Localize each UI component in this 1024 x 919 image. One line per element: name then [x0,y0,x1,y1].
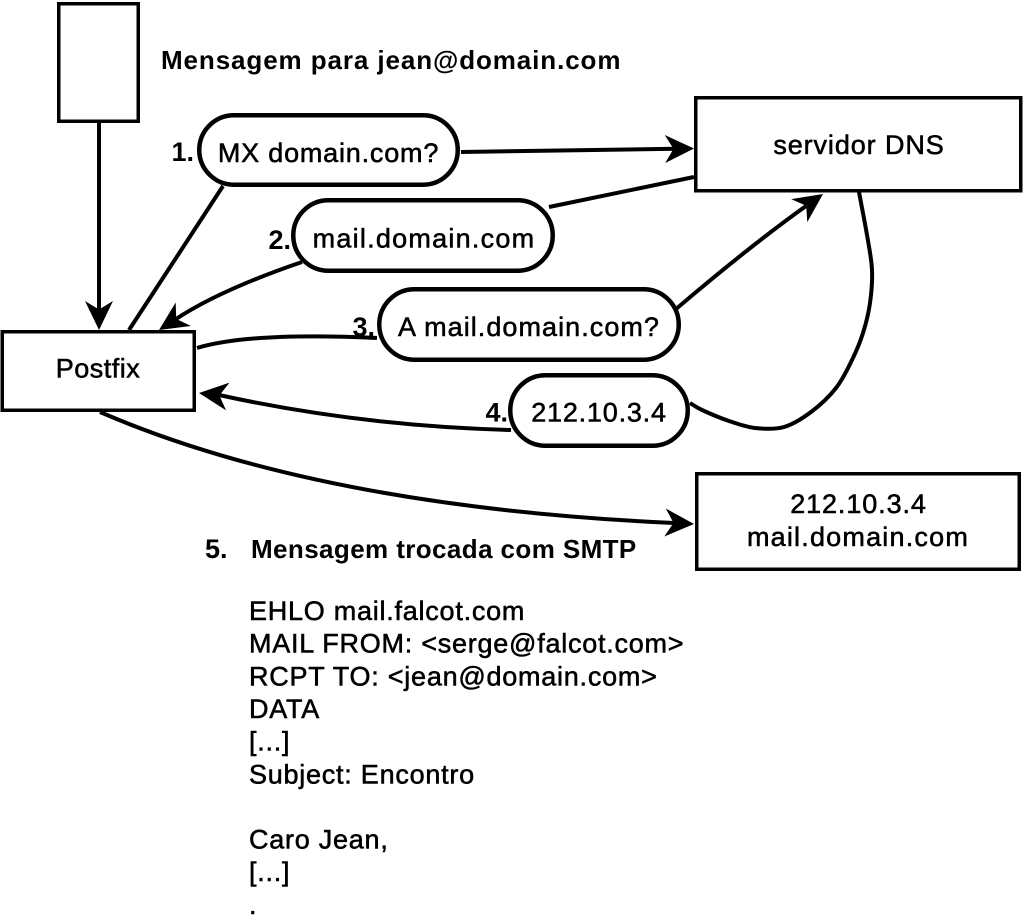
svg-text:4.: 4. [485,398,508,428]
svg-text:5.: 5. [205,534,228,564]
svg-text:Subject: Encontro: Subject: Encontro [249,759,475,789]
svg-text:servidor DNS: servidor DNS [773,130,944,160]
svg-text:RCPT TO: <jean@domain.com>: RCPT TO: <jean@domain.com> [249,661,658,691]
svg-text:Postfix: Postfix [56,354,141,384]
svg-text:[...]: [...] [249,727,290,757]
svg-text:mail.domain.com: mail.domain.com [747,522,969,552]
svg-text:MAIL FROM: <serge@falcot.com>: MAIL FROM: <serge@falcot.com> [249,629,684,659]
svg-text:[...]: [...] [249,857,290,887]
svg-text:Caro Jean,: Caro Jean, [249,825,389,855]
svg-text:DATA: DATA [249,694,320,724]
svg-text:.: . [249,890,257,919]
svg-text:212.10.3.4: 212.10.3.4 [531,398,667,428]
svg-text:Mensagem para jean@domain.com: Mensagem para jean@domain.com [161,45,621,75]
svg-text:1.: 1. [171,137,194,167]
svg-text:EHLO mail.falcot.com: EHLO mail.falcot.com [249,596,525,626]
svg-text:3.: 3. [352,312,375,342]
svg-text:Mensagem trocada com SMTP: Mensagem trocada com SMTP [251,534,637,564]
svg-text:212.10.3.4: 212.10.3.4 [790,489,927,519]
svg-text:mail.domain.com: mail.domain.com [313,224,536,254]
svg-text:A mail.domain.com?: A mail.domain.com? [398,312,660,342]
svg-text:MX domain.com?: MX domain.com? [218,138,439,168]
svg-text:2.: 2. [268,225,291,255]
